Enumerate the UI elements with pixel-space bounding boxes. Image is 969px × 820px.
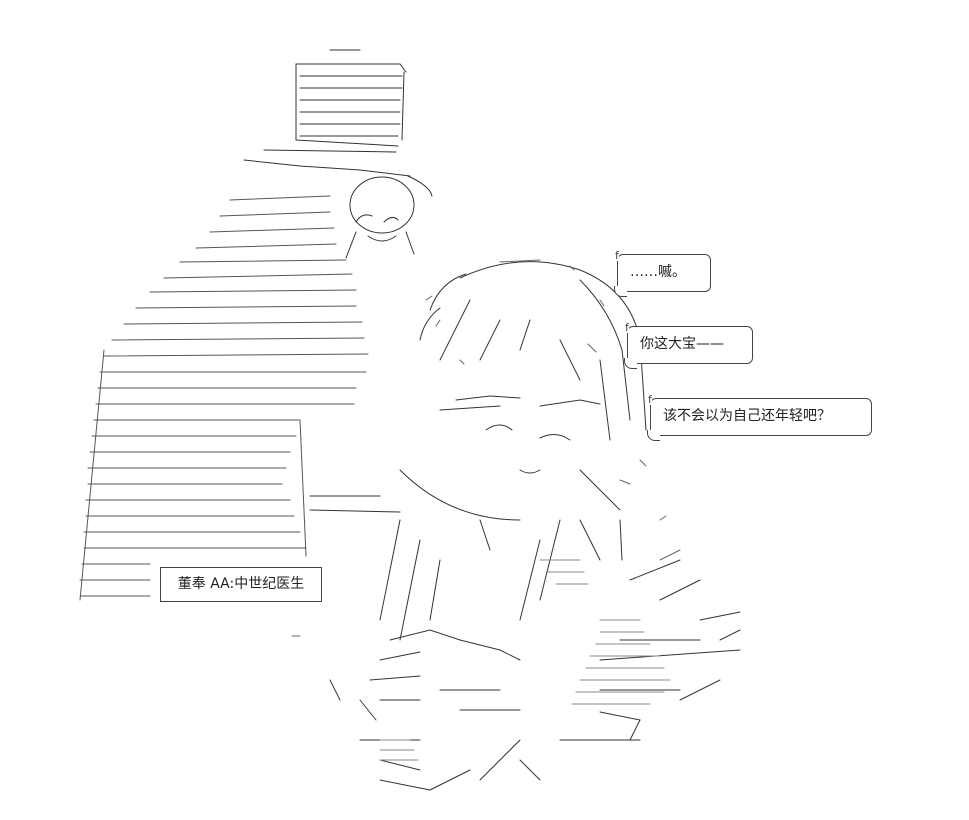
caption-text: 董奉 AA:中世纪医生: [177, 576, 305, 592]
cloaked-figure: [79, 195, 369, 601]
character-body: [309, 495, 741, 741]
bubble-text-3: 该不会以为自己还年轻吧？: [663, 408, 831, 424]
bubble-tail: [614, 286, 627, 297]
bubble-hook-mark: f: [625, 321, 629, 334]
character-hair: [419, 261, 647, 441]
bubble-hook-mark: f: [648, 393, 652, 406]
speech-bubble-3: f 该不会以为自己还年轻吧？: [647, 393, 872, 441]
bubble-tail: [647, 430, 660, 441]
speech-bubble-1: f ……嘁。: [614, 249, 711, 297]
character-face: [399, 395, 621, 521]
body-shading: [379, 559, 671, 761]
bubble-text-2: 你这大宝——: [640, 336, 724, 352]
caption-box: 董奉 AA:中世纪医生: [160, 567, 322, 602]
bubble-tail: [624, 358, 637, 369]
character-hands: [329, 629, 541, 791]
bubble-text-1: ……嘁。: [630, 264, 686, 280]
top-hat: [243, 49, 433, 197]
small-creature: [345, 176, 415, 259]
speech-bubble-2: f 你这大宝——: [624, 321, 753, 369]
bubble-hook-mark: f: [615, 249, 619, 262]
ascii-marks: [291, 259, 681, 637]
